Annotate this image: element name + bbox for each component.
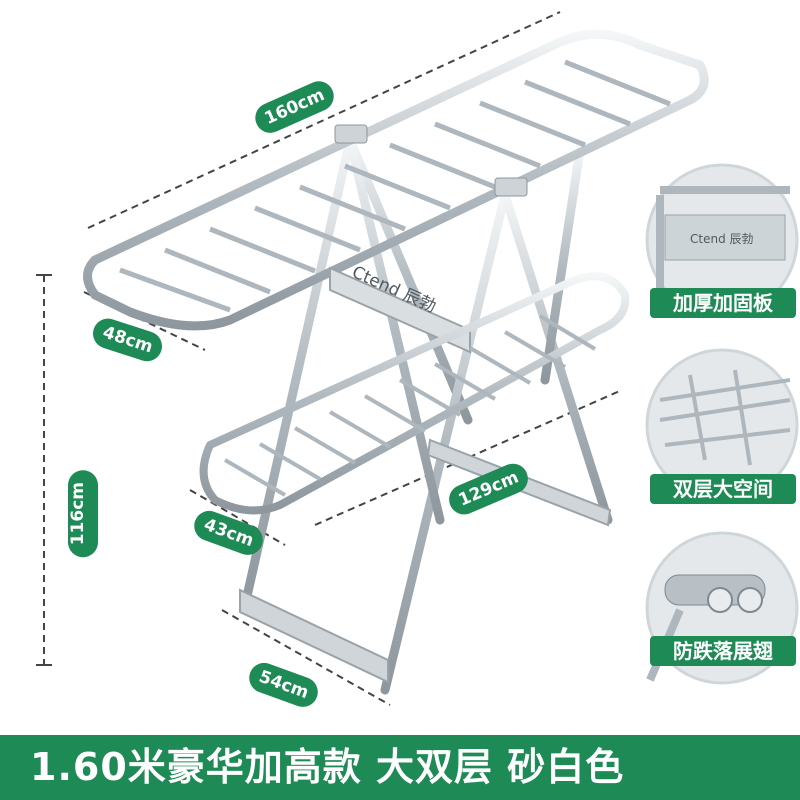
dimension-lines [43, 11, 623, 706]
lower-rack [199, 272, 630, 515]
feature-label-reinforced: 加厚加固板 [650, 288, 796, 318]
top-rack [83, 29, 709, 331]
feature-label-double-layer: 双层大空间 [650, 474, 796, 504]
dimension-ticks [36, 274, 52, 666]
reinforcement-plate [329, 266, 471, 354]
base-plate [239, 588, 389, 684]
dimension-height: 116cm [68, 470, 98, 558]
feature-label-anti-fall: 防跌落展翅 [650, 636, 796, 666]
feature-thumbnail-layers [645, 348, 799, 502]
product-title-banner: 1.60米豪华加高款 大双层 砂白色 [0, 735, 800, 800]
rack-legs [240, 135, 613, 695]
feature-plate-logo: Ctend 辰勃 [690, 232, 754, 246]
